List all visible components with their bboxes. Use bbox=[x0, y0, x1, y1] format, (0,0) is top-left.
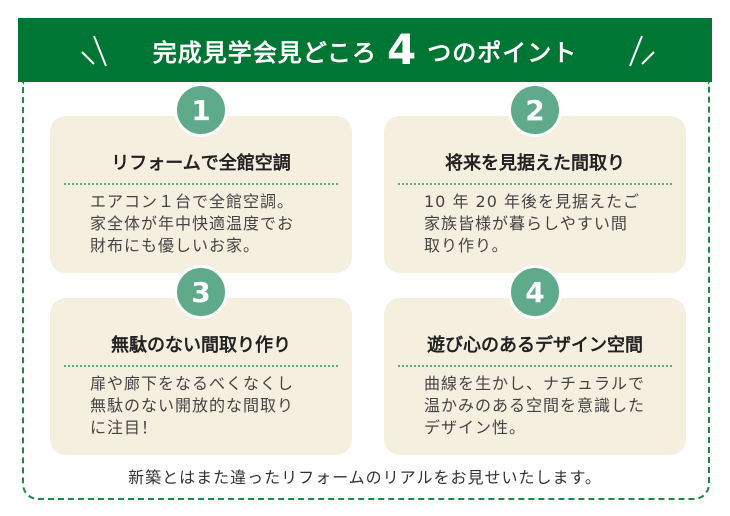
point-description: 10 年 20 年後を見据えたご家族皆様が暮らしやすい間取り作り。 bbox=[424, 191, 666, 257]
title-number: 4 bbox=[387, 25, 418, 74]
description-line: 家族皆様が暮らしやすい間 bbox=[424, 214, 628, 233]
point-description: 扉や廊下をなるべくなくし無駄のない開放的な間取りに注目！ bbox=[90, 373, 332, 439]
left-accent-lines-icon bbox=[81, 35, 107, 67]
description-line: 無駄のない開放的な間取り bbox=[90, 396, 295, 415]
point-title: 遊び心のあるデザイン空間 bbox=[427, 335, 643, 356]
point-title: 将来を見据えた間取り bbox=[445, 153, 625, 174]
footer-message: 新築とはまた違ったリフォームのリアルをお見せいたします。 bbox=[128, 468, 602, 487]
description-line: エアコン１台で全館空調。 bbox=[90, 192, 295, 211]
description-line: に注目！ bbox=[90, 418, 159, 437]
point-card: 4 遊び心のあるデザイン空間 曲線を生かし、ナチュラルで温かみのある空間を意識し… bbox=[384, 265, 686, 455]
dashed-frame bbox=[22, 82, 710, 500]
dotted-divider bbox=[398, 183, 672, 185]
description-line: 取り作り。 bbox=[424, 236, 509, 255]
description-line: 財布にも優しいお家。 bbox=[90, 236, 261, 255]
point-card: 2 将来を見据えた間取り 10 年 20 年後を見据えたご家族皆様が暮らしやすい… bbox=[384, 83, 686, 273]
point-description: 曲線を生かし、ナチュラルで温かみのある空間を意識したデザイン性。 bbox=[424, 373, 666, 439]
description-line: 曲線を生かし、ナチュラルで bbox=[424, 374, 646, 393]
point-number-badge: 1 bbox=[174, 83, 228, 137]
description-line: 家全体が年中快適温度でお bbox=[90, 214, 295, 233]
title-text-suffix: つのポイント bbox=[427, 38, 578, 67]
page-title: 完成見学会見どころ 4 つのポイント bbox=[153, 29, 578, 71]
point-title: 無駄のない間取り作り bbox=[111, 335, 291, 356]
point-card: 1 リフォームで全館空調 エアコン１台で全館空調。家全体が年中快適温度でお財布に… bbox=[50, 83, 352, 273]
point-number-badge: 2 bbox=[508, 83, 562, 137]
point-description: エアコン１台で全館空調。家全体が年中快適温度でお財布にも優しいお家。 bbox=[90, 191, 332, 257]
dotted-divider bbox=[64, 365, 338, 367]
point-number-badge: 3 bbox=[174, 265, 228, 319]
point-card: 3 無駄のない間取り作り 扉や廊下をなるべくなくし無駄のない開放的な間取りに注目… bbox=[50, 265, 352, 455]
title-text: 完成見学会見どころ bbox=[152, 38, 378, 67]
dotted-divider bbox=[398, 365, 672, 367]
description-line: 温かみのある空間を意識した bbox=[424, 396, 646, 415]
header-banner: 完成見学会見どころ 4 つのポイント bbox=[18, 18, 712, 82]
right-accent-lines-icon bbox=[629, 35, 655, 67]
description-line: 扉や廊下をなるべくなくし bbox=[90, 374, 295, 393]
point-number-badge: 4 bbox=[508, 265, 562, 319]
point-title: リフォームで全館空調 bbox=[111, 153, 291, 174]
description-line: デザイン性。 bbox=[424, 418, 527, 437]
description-line: 10 年 20 年後を見据えたご bbox=[424, 192, 640, 211]
dotted-divider bbox=[64, 183, 338, 185]
